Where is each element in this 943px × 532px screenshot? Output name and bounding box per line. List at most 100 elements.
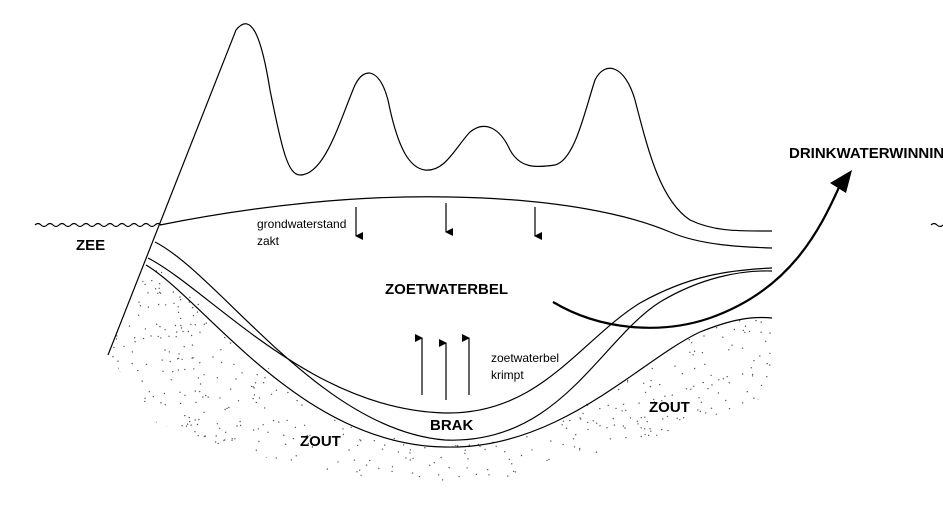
stipple-dot [546, 272, 547, 273]
stipple-dot [632, 302, 633, 303]
stipple-dot [145, 284, 146, 285]
stipple-dot [659, 354, 660, 355]
stipple-dot [193, 368, 194, 369]
stipple-dot [268, 368, 269, 369]
stipple-dot [582, 472, 583, 473]
stipple-dot [334, 309, 335, 310]
stipple-dot [433, 386, 434, 387]
stipple-dot [209, 487, 210, 488]
stipple-dot [119, 371, 120, 372]
stipple-dot [451, 386, 452, 387]
stipple-dot [156, 324, 157, 325]
stipple-dot [173, 462, 174, 463]
stipple-dot [396, 367, 397, 368]
stipple-dot [690, 462, 691, 463]
stipple-dot [374, 372, 375, 373]
stipple-dot [454, 307, 455, 308]
stipple-dot [550, 372, 551, 373]
stipple-dot [423, 425, 424, 426]
stipple-dot [728, 349, 729, 350]
stipple-dot [339, 337, 340, 338]
stipple-dot [299, 283, 300, 284]
stipple-dot [120, 281, 121, 282]
stipple-dot [278, 421, 279, 422]
stipple-dot [520, 336, 521, 337]
stipple-dot [419, 310, 420, 311]
stipple-dot [276, 390, 277, 391]
stipple-dot [181, 425, 182, 426]
stipple-dot [441, 359, 442, 360]
stipple-dot [404, 393, 405, 394]
stipple-dot [634, 320, 635, 321]
stipple-dot [333, 347, 334, 348]
stipple-dot [584, 459, 585, 460]
stipple-dot [357, 423, 358, 424]
stipple-dot [689, 352, 690, 353]
stipple-dot [188, 331, 189, 332]
stipple-dot [126, 300, 127, 301]
stipple-dot [523, 313, 524, 314]
stipple-dot [711, 384, 712, 385]
stipple-dot [684, 330, 685, 331]
stipple-dot [571, 345, 572, 346]
stipple-dot [387, 336, 388, 337]
stipple-dot [194, 293, 195, 294]
stipple-dot [529, 309, 530, 310]
stipple-dot [599, 483, 600, 484]
stipple-dot [507, 300, 508, 301]
stipple-dot [432, 351, 433, 352]
stipple-dot [174, 468, 175, 469]
stipple-dot [384, 444, 385, 445]
stipple-dot [584, 357, 585, 358]
stipple-dot [647, 421, 648, 422]
stipple-dot [166, 429, 167, 430]
stipple-dot [182, 436, 183, 437]
stipple-dot [673, 320, 674, 321]
stipple-dot [258, 466, 259, 467]
stipple-dot [321, 470, 322, 471]
stipple-dot [424, 413, 425, 414]
stipple-dot [772, 439, 773, 440]
stipple-dot [337, 461, 338, 462]
stipple-dot [132, 363, 133, 364]
stipple-dot [606, 290, 607, 291]
stipple-dot [216, 435, 217, 436]
stipple-dot [550, 373, 551, 374]
stipple-dot [738, 482, 739, 483]
stipple-dot [465, 383, 466, 384]
stipple-dot [375, 307, 376, 308]
stipple-dot [271, 394, 272, 395]
stipple-dot [616, 303, 617, 304]
stipple-dot [399, 272, 400, 273]
stipple-dot [134, 255, 135, 256]
stipple-dot [397, 371, 398, 372]
stipple-dot [112, 356, 113, 357]
stipple-dot [236, 475, 237, 476]
stipple-dot [560, 294, 561, 295]
stipple-dot [538, 306, 539, 307]
stipple-dot [255, 296, 256, 297]
label-sea: ZEE [76, 237, 105, 254]
stipple-dot [373, 484, 374, 485]
stipple-dot [437, 380, 438, 381]
stipple-dot [436, 390, 437, 391]
stipple-dot [645, 480, 646, 481]
stipple-dot [569, 420, 570, 421]
stipple-dot [131, 270, 132, 271]
stipple-dot [234, 280, 235, 281]
stipple-dot [541, 275, 542, 276]
stipple-dot [384, 384, 385, 385]
stipple-dot [707, 388, 708, 389]
stipple-dot [748, 448, 749, 449]
stipple-dot [362, 415, 363, 416]
stipple-dot [424, 447, 425, 448]
stipple-dot [147, 292, 148, 293]
stipple-dot [200, 468, 201, 469]
stipple-dot [192, 292, 193, 293]
stipple-dot [529, 289, 530, 290]
stipple-dot [279, 310, 280, 311]
stipple-dot [396, 484, 397, 485]
stipple-dot [229, 320, 230, 321]
stipple-dot [376, 355, 377, 356]
